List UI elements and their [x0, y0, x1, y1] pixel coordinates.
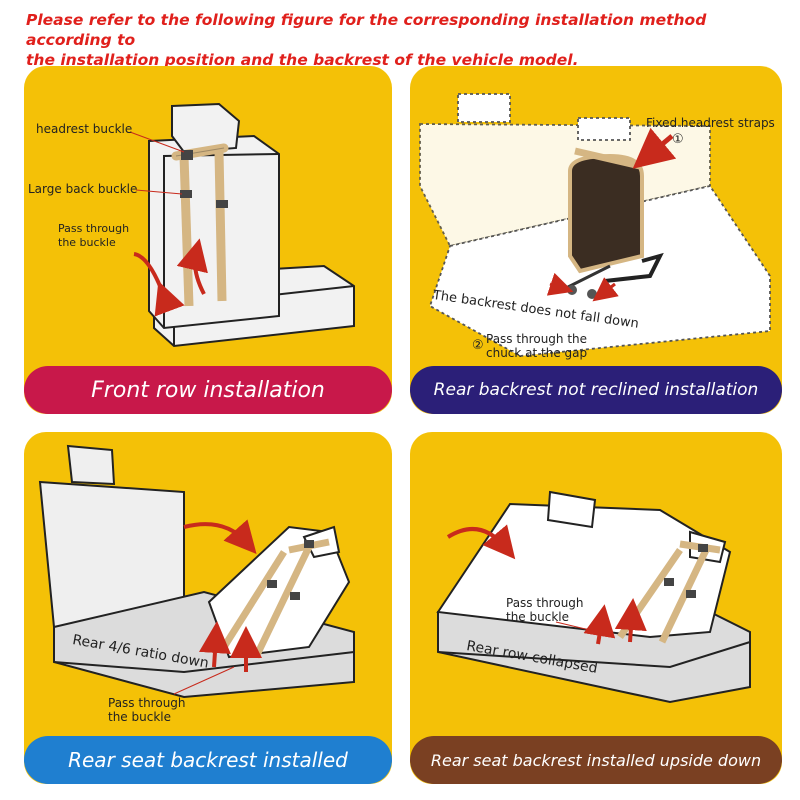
- label-pass-chuck-line2: chuck at the gap: [486, 346, 588, 360]
- label-pass-through-line1: Pass through: [58, 222, 130, 235]
- front-seat-illustration: [129, 102, 355, 348]
- label-pass-through-line1: Pass through: [108, 696, 186, 710]
- banner-rear-not-reclined: Rear backrest not reclined installation: [410, 366, 782, 414]
- banner-rear-not-reclined-text: Rear backrest not reclined installation: [433, 380, 759, 400]
- panel-rear-not-reclined: Fixed headrest straps ① The backrest doe…: [410, 66, 782, 414]
- banner-front-row-text: Front row installation: [91, 377, 325, 403]
- label-headrest-buckle: headrest buckle: [36, 122, 133, 136]
- label-pass-through-line2: the buckle: [506, 610, 569, 624]
- label-pass-through-line1: Pass through: [506, 596, 584, 610]
- collapsed-row-illustration: [436, 490, 751, 704]
- banner-rear-backrest-text: Rear seat backrest installed: [68, 748, 348, 772]
- step-2-marker: ②: [472, 338, 484, 353]
- label-pass-chuck-line1: Pass through the: [486, 332, 588, 346]
- label-fixed-headrest-straps: Fixed headrest straps: [646, 116, 775, 130]
- panel-upside-down: Pass through the buckle Rear row collaps…: [410, 432, 782, 784]
- label-pass-through-line2: the buckle: [108, 710, 171, 724]
- banner-upside-down-text: Rear seat backrest installed upside down: [430, 750, 762, 770]
- label-pass-through-line2: the buckle: [58, 236, 116, 249]
- banner-upside-down: Rear seat backrest installed upside down: [410, 736, 782, 784]
- rear-bench-illustration: [419, 93, 771, 357]
- instruction-line-1: Please refer to the following figure for…: [26, 11, 707, 49]
- step-1-marker: ①: [672, 132, 684, 147]
- panel-front-row: headrest buckle Large back buckle Pass t…: [24, 66, 392, 414]
- instruction-line-2: the installation position and the backre…: [26, 51, 579, 69]
- instruction-header: Please refer to the following figure for…: [26, 10, 786, 70]
- banner-front-row: Front row installation: [24, 366, 392, 414]
- panel-rear-backrest: Rear 4/6 ratio down Pass through the buc…: [24, 432, 392, 784]
- banner-rear-backrest: Rear seat backrest installed: [24, 736, 392, 784]
- label-large-back-buckle: Large back buckle: [28, 182, 138, 196]
- folded-seat-illustration: [38, 444, 355, 699]
